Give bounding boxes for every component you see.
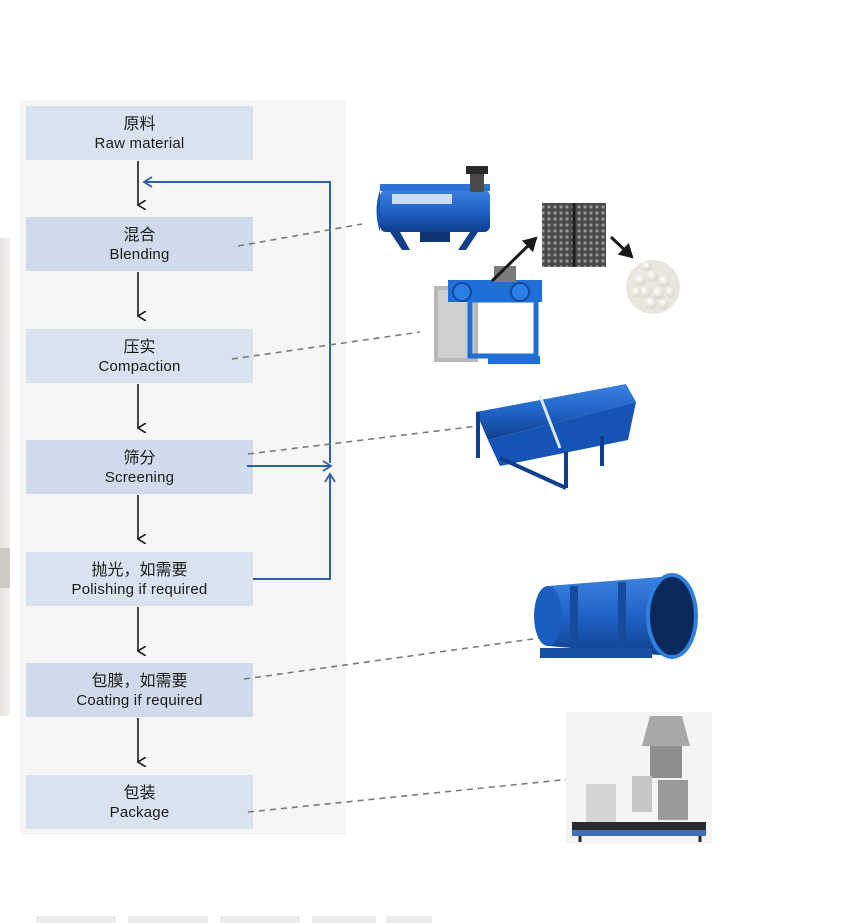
step-zh-label: 原料 [123, 114, 156, 133]
step-zh-label: 抛光，如需要 [91, 560, 188, 579]
step-en-label: Screening [104, 469, 175, 486]
step-en-label: Raw material [94, 135, 185, 152]
leader-compaction [231, 331, 421, 360]
step-en-label: Coating if required [76, 692, 203, 709]
bottom-thumbnail-strip [0, 916, 848, 923]
step-en-label: Compaction [98, 358, 181, 375]
step-zh-label: 筛分 [123, 448, 156, 467]
step-coating: 包膜，如需要 Coating if required [26, 663, 253, 717]
step-polishing: 抛光，如需要 Polishing if required [26, 552, 253, 606]
step-blending: 混合 Blending [26, 217, 253, 271]
step-en-label: Blending [109, 246, 170, 263]
leader-package [247, 775, 601, 813]
leader-lines [231, 223, 601, 813]
step-en-label: Polishing if required [71, 581, 208, 598]
step-zh-label: 压实 [123, 337, 156, 356]
step-package: 包装 Package [26, 775, 253, 829]
left-edge-photo-crop [0, 238, 10, 716]
packing-machine-illustration [566, 712, 712, 844]
coating-drum-illustration [534, 573, 698, 659]
pellets-photo [626, 260, 680, 314]
step-en-label: Package [109, 804, 170, 821]
step-zh-label: 包膜，如需要 [91, 671, 188, 690]
step-raw-material: 原料 Raw material [26, 106, 253, 160]
leader-screening [247, 425, 479, 455]
rotary-screen-illustration [476, 384, 636, 490]
arrow-to-roller [490, 236, 538, 283]
roller-compactor-illustration [434, 266, 542, 364]
step-zh-label: 包装 [123, 783, 156, 802]
leader-blending [237, 223, 363, 247]
step-zh-label: 混合 [123, 225, 156, 244]
step-screening: 筛分 Screening [26, 440, 253, 494]
step-compaction: 压实 Compaction [26, 329, 253, 383]
mixer-illustration [376, 166, 490, 250]
leader-coating [243, 637, 541, 680]
arrow-to-pellets [609, 235, 634, 259]
recycle-loop [142, 176, 336, 580]
